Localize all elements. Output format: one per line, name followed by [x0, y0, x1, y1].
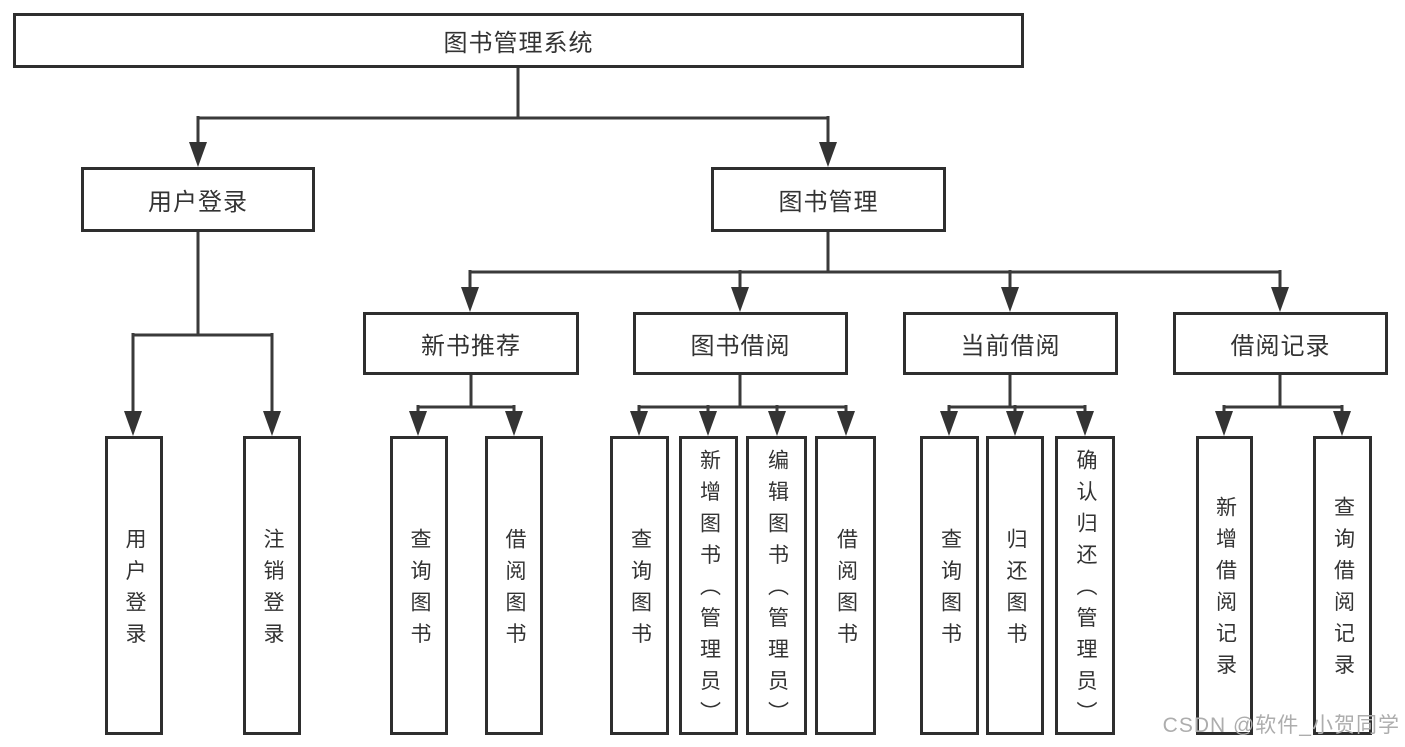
leaf-borrow-books-recommend: 借阅图书: [485, 436, 543, 735]
leaf-add-borrow-record: 新增借阅记录: [1196, 436, 1253, 735]
leaf-user-login-label: 用户登录: [123, 527, 146, 654]
leaf-query-borrow-record: 查询借阅记录: [1313, 436, 1372, 735]
node-new-book-recommend-label: 新书推荐: [421, 333, 521, 360]
leaf-user-login: 用户登录: [105, 436, 163, 735]
leaf-add-books-admin: 新增图书（管理员）: [679, 436, 738, 735]
node-book-management: 图书管理: [711, 167, 946, 232]
leaf-query-books-borrowing: 查询图书: [610, 436, 669, 735]
leaf-add-books-admin-label: 新增图书（管理员）: [697, 448, 721, 733]
leaf-edit-books-admin-label: 编辑图书（管理员）: [765, 448, 789, 733]
leaf-borrow-books-borrowing-label: 借阅图书: [834, 527, 858, 654]
leaf-return-books: 归还图书: [986, 436, 1044, 735]
leaf-confirm-return-admin-label: 确认归还（管理员）: [1074, 448, 1097, 733]
leaf-query-books-current-label: 查询图书: [938, 527, 962, 654]
node-root-label: 图书管理系统: [443, 30, 594, 57]
leaf-query-books-borrowing-label: 查询图书: [628, 527, 652, 654]
leaf-add-borrow-record-label: 新增借阅记录: [1213, 496, 1237, 685]
arrowhead-icons: [124, 142, 1351, 436]
leaf-logout-label: 注销登录: [261, 527, 284, 654]
node-book-management-label: 图书管理: [778, 189, 879, 216]
leaf-borrow-books-borrowing: 借阅图书: [815, 436, 876, 735]
node-borrowing-records-label: 借阅记录: [1230, 333, 1331, 360]
leaf-query-books-current: 查询图书: [920, 436, 979, 735]
node-user-login: 用户登录: [81, 167, 315, 232]
leaf-confirm-return-admin: 确认归还（管理员）: [1055, 436, 1115, 735]
leaf-query-borrow-record-label: 查询借阅记录: [1331, 496, 1355, 685]
node-book-borrowing: 图书借阅: [633, 312, 848, 375]
node-current-borrowing: 当前借阅: [903, 312, 1118, 375]
leaf-return-books-label: 归还图书: [1004, 527, 1027, 654]
leaf-query-books-recommend: 查询图书: [390, 436, 448, 735]
node-root: 图书管理系统: [13, 13, 1024, 68]
node-new-book-recommend: 新书推荐: [363, 312, 579, 375]
node-user-login-label: 用户登录: [148, 189, 248, 216]
node-current-borrowing-label: 当前借阅: [960, 333, 1061, 360]
leaf-edit-books-admin: 编辑图书（管理员）: [746, 436, 807, 735]
node-borrowing-records: 借阅记录: [1173, 312, 1388, 375]
leaf-logout: 注销登录: [243, 436, 301, 735]
node-book-borrowing-label: 图书借阅: [690, 333, 791, 360]
leaf-borrow-books-recommend-label: 借阅图书: [503, 527, 526, 654]
leaf-query-books-recommend-label: 查询图书: [408, 527, 431, 654]
